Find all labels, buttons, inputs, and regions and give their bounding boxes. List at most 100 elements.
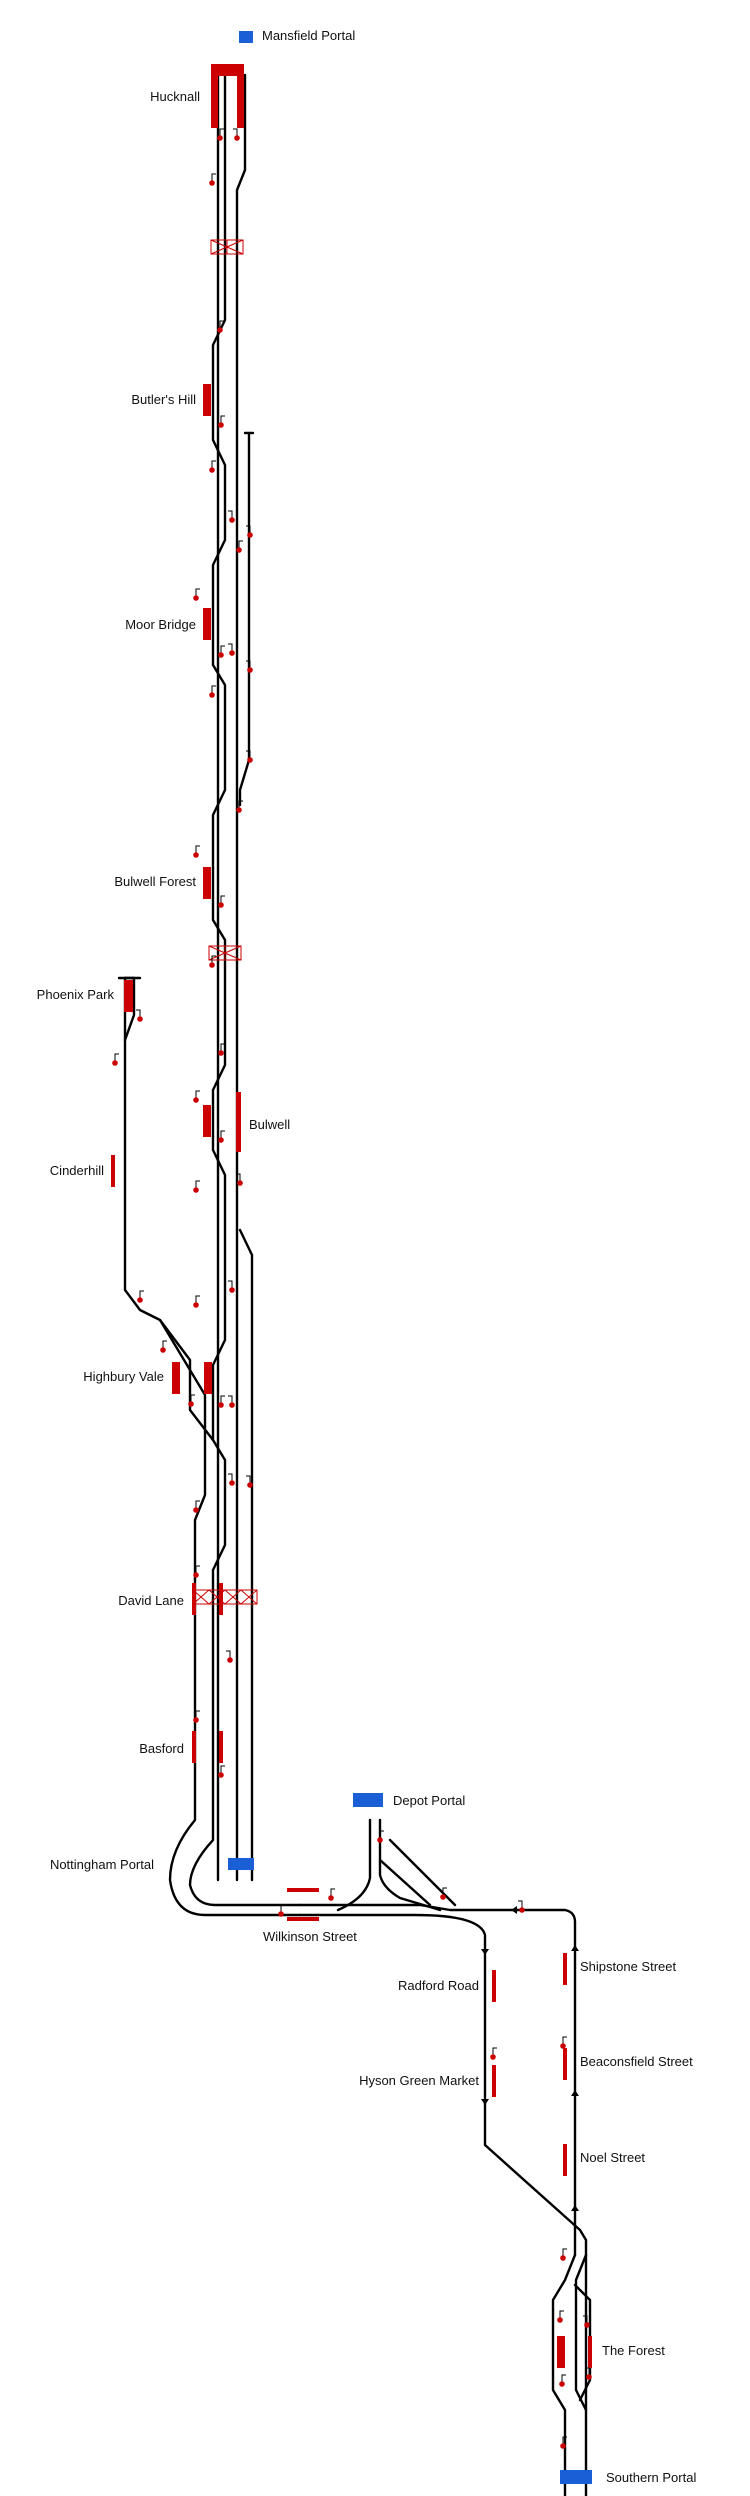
signal-icon[interactable]	[226, 1650, 233, 1663]
signal-icon[interactable]	[557, 2310, 564, 2323]
station-label-butlers-hill[interactable]: Butler's Hill	[131, 392, 196, 407]
signal-icon[interactable]	[218, 1765, 225, 1778]
arrow-icon	[481, 1949, 489, 1955]
signal-icon[interactable]	[218, 895, 225, 908]
station-label-wilkinson-street[interactable]: Wilkinson Street	[263, 1929, 357, 1944]
station-label-phoenix-park[interactable]: Phoenix Park	[37, 987, 115, 1002]
signal-icon[interactable]	[560, 2036, 567, 2049]
platform-cinderhill	[111, 1155, 115, 1187]
signal-icon[interactable]	[377, 1830, 384, 1843]
platform-hucknall-top	[211, 64, 243, 76]
signal-icon[interactable]	[233, 128, 240, 141]
portal-label-southern[interactable]: Southern Portal	[606, 2470, 696, 2485]
portal-icon[interactable]	[239, 31, 253, 43]
crossing-layer	[192, 239, 258, 1605]
track-depot-b	[378, 1818, 432, 1907]
station-label-hyson-green-market[interactable]: Hyson Green Market	[359, 2073, 479, 2088]
signal-icon[interactable]	[217, 128, 224, 141]
station-label-basford[interactable]: Basford	[139, 1741, 184, 1756]
signal-icon[interactable]	[193, 1295, 200, 1308]
signal-icon[interactable]	[193, 1090, 200, 1103]
track-forest-east	[574, 2253, 588, 2412]
station-label-hucknall[interactable]: Hucknall	[150, 89, 200, 104]
track-wilkinson-west	[298, 1913, 588, 2496]
station-label-highbury-vale[interactable]: Highbury Vale	[83, 1369, 164, 1384]
signal-icon[interactable]	[328, 1888, 335, 1901]
signal-icon[interactable]	[440, 1887, 447, 1900]
signal-icon[interactable]	[160, 1340, 167, 1353]
station-label-cinderhill[interactable]: Cinderhill	[50, 1163, 104, 1178]
signal-icon[interactable]	[218, 415, 225, 428]
arrow-icon	[481, 2099, 489, 2105]
signal-icon[interactable]	[218, 1043, 225, 1056]
signal-icon[interactable]	[228, 643, 235, 656]
track-main-up	[235, 73, 247, 1882]
signal-icon[interactable]	[188, 1394, 195, 1407]
portal-label-mansfield[interactable]: Mansfield Portal	[262, 28, 355, 43]
signal-icon[interactable]	[218, 1395, 225, 1408]
signal-icon[interactable]	[193, 1180, 200, 1193]
signal-icon[interactable]	[209, 173, 216, 186]
signal-icon[interactable]	[218, 645, 225, 658]
signal-icon[interactable]	[209, 460, 216, 473]
track-depot-d	[388, 1838, 457, 1907]
signal-icon[interactable]	[193, 1565, 200, 1578]
platform-moor-bridge	[203, 608, 211, 640]
signal-icon[interactable]	[246, 1475, 253, 1488]
signal-icon[interactable]	[136, 1009, 143, 1022]
platform-radford-road	[492, 1970, 496, 2002]
signal-icon[interactable]	[236, 800, 243, 813]
station-label-the-forest[interactable]: The Forest	[602, 2343, 665, 2358]
signal-icon[interactable]	[137, 1290, 144, 1303]
signal-icon[interactable]	[559, 2374, 566, 2387]
signal-icon[interactable]	[246, 750, 253, 763]
arrow-icon	[511, 1906, 517, 1914]
signal-icon[interactable]	[560, 2248, 567, 2261]
platform-the-forest-b	[588, 2336, 592, 2368]
station-label-noel-street[interactable]: Noel Street	[580, 2150, 645, 2165]
signal-icon[interactable]	[246, 525, 253, 538]
station-label-bulwell-forest[interactable]: Bulwell Forest	[114, 874, 196, 889]
track-forest-inner	[573, 2283, 592, 2402]
signal-icon[interactable]	[112, 1053, 119, 1066]
platform-noel-street	[563, 2144, 567, 2176]
station-label-beaconsfield-street[interactable]: Beaconsfield Street	[580, 2054, 693, 2069]
platform-basford-a	[192, 1731, 196, 1763]
station-label-david-lane[interactable]: David Lane	[118, 1593, 184, 1608]
signal-icon[interactable]	[490, 2047, 497, 2060]
station-label-bulwell[interactable]: Bulwell	[249, 1117, 290, 1132]
track-basford-down	[168, 1598, 302, 1917]
station-label-shipstone-street[interactable]: Shipstone Street	[580, 1959, 677, 1974]
signal-icon[interactable]	[236, 540, 243, 553]
station-label-radford-road[interactable]: Radford Road	[398, 1978, 479, 1993]
signal-icon[interactable]	[236, 1173, 243, 1186]
signal-icon[interactable]	[228, 1473, 235, 1486]
portal-icon[interactable]	[228, 1858, 254, 1870]
signal-icon[interactable]	[560, 2436, 567, 2449]
signal-icon[interactable]	[228, 1280, 235, 1293]
signal-icon[interactable]	[228, 510, 235, 523]
portal-icon[interactable]	[560, 2470, 592, 2484]
signal-icon[interactable]	[228, 1395, 235, 1408]
signal-icon[interactable]	[209, 955, 216, 968]
portal-label-depot[interactable]: Depot Portal	[393, 1793, 465, 1808]
signal-icon[interactable]	[193, 588, 200, 601]
label-layer: Mansfield Portal Hucknall Butler's Hill …	[37, 28, 697, 2485]
portal-icon[interactable]	[353, 1793, 383, 1807]
track-wilkinson-east	[298, 1903, 577, 2257]
signal-icon[interactable]	[583, 2315, 590, 2328]
platform-hucknall-left	[211, 64, 218, 128]
station-label-moor-bridge[interactable]: Moor Bridge	[125, 617, 196, 632]
signal-icon[interactable]	[193, 1710, 200, 1723]
signal-icon[interactable]	[193, 845, 200, 858]
signal-icon[interactable]	[218, 1130, 225, 1143]
signal-icon[interactable]	[193, 1500, 200, 1513]
signal-icon[interactable]	[278, 1904, 285, 1917]
signal-icon[interactable]	[217, 320, 224, 333]
signal-icon[interactable]	[518, 1900, 525, 1913]
portal-label-nottingham[interactable]: Nottingham Portal	[50, 1857, 154, 1872]
signal-icon[interactable]	[585, 2367, 592, 2380]
signal-icon[interactable]	[209, 685, 216, 698]
signal-icon[interactable]	[246, 660, 253, 673]
arrow-icon	[571, 2090, 579, 2096]
